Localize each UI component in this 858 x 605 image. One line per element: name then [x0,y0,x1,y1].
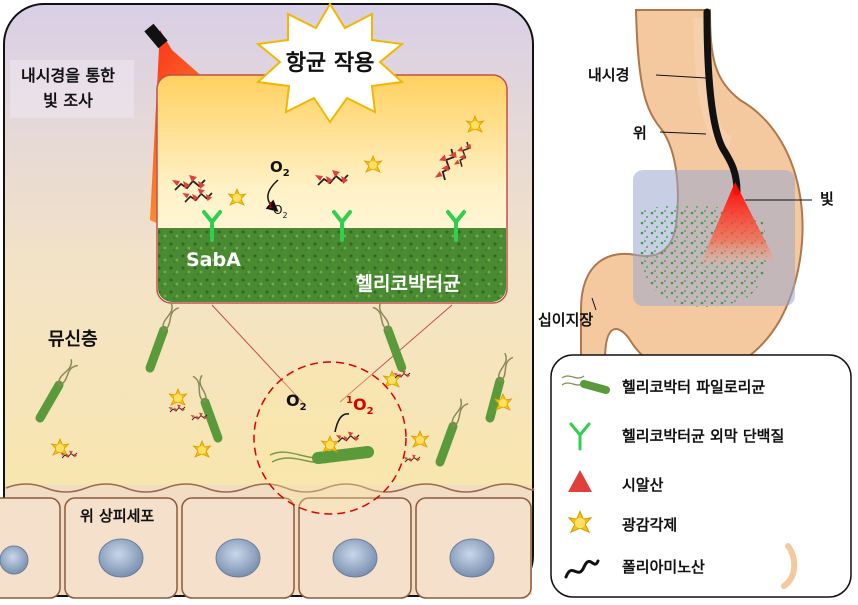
endoscope-label: 내시경 [588,66,629,84]
sabA-label: SabA [186,249,241,271]
antibacterial-burst: 항균 작용 [255,2,405,124]
legend-label-photosensitizer: 광감각제 [622,516,677,534]
epithelium-layer [0,483,535,599]
legend-item-photosensitizer: 광감각제 [568,510,677,534]
left-panel: 항균 작용 내시경을 통한 빛 조사 O2 1O2 [0,2,535,599]
burst-label: 항균 작용 [286,51,375,76]
h-pylori-surface-label: 헬리코박터균 [356,273,461,295]
legend-label-sialic-acid: 시알산 [622,476,664,494]
legend-item-outer-membrane-protein: 헬리코박터균 외막 단백질 [569,422,784,451]
circle-singlet-o2: 1O2 [346,395,374,417]
duodenum-label: 십이지장 [538,311,593,329]
stomach-light-cone [700,182,775,265]
zoom-circle: O2 1O2 [253,361,407,515]
circle-o2: O2 [286,391,307,413]
legend: 헬리코박터 파일로리균 헬리코박터균 외막 단백질 시알산 광감각제 폴리아미노… [550,354,852,598]
endoscope-tip [144,23,168,49]
legend-item-h-pylori: 헬리코박터 파일로리균 [561,375,765,396]
stomach-label: 위 [633,124,647,142]
legend-item-sialic-acid: 시알산 [568,470,664,494]
h-pylori-icon [561,375,610,394]
triangle-icon [568,470,592,492]
legend-label-polyamino-acid: 폴리아미노산 [622,558,705,576]
endoscope-light-label-2: 빛 조사 [43,91,93,110]
epithelium-label: 위 상피세포 [80,507,154,525]
antibody-y-icon [569,422,591,451]
endoscope-tube [703,8,741,196]
duodenum-swatch-icon [781,543,798,589]
zoom-inset [156,74,508,304]
legend-item-polyamino-acid: 폴리아미노산 [564,543,798,589]
legend-label-h-pylori: 헬리코박터 파일로리균 [622,378,765,396]
light-label: 빛 [820,190,834,208]
polymer-icon [564,559,600,579]
sabA-receptors [202,210,466,242]
stomach-diagram: 내시경 위 빛 십이지장 [538,8,834,410]
mucin-layer-label: 뮤신층 [48,329,98,350]
h-pylori-bacteria [35,302,514,467]
endoscope-light-label-1: 내시경을 통한 [21,66,115,85]
inset-singlet-o2: 1O2 [268,201,288,220]
inset-o2: O2 [270,158,290,179]
legend-label-outer-membrane-protein: 헬리코박터균 외막 단백질 [622,427,784,445]
